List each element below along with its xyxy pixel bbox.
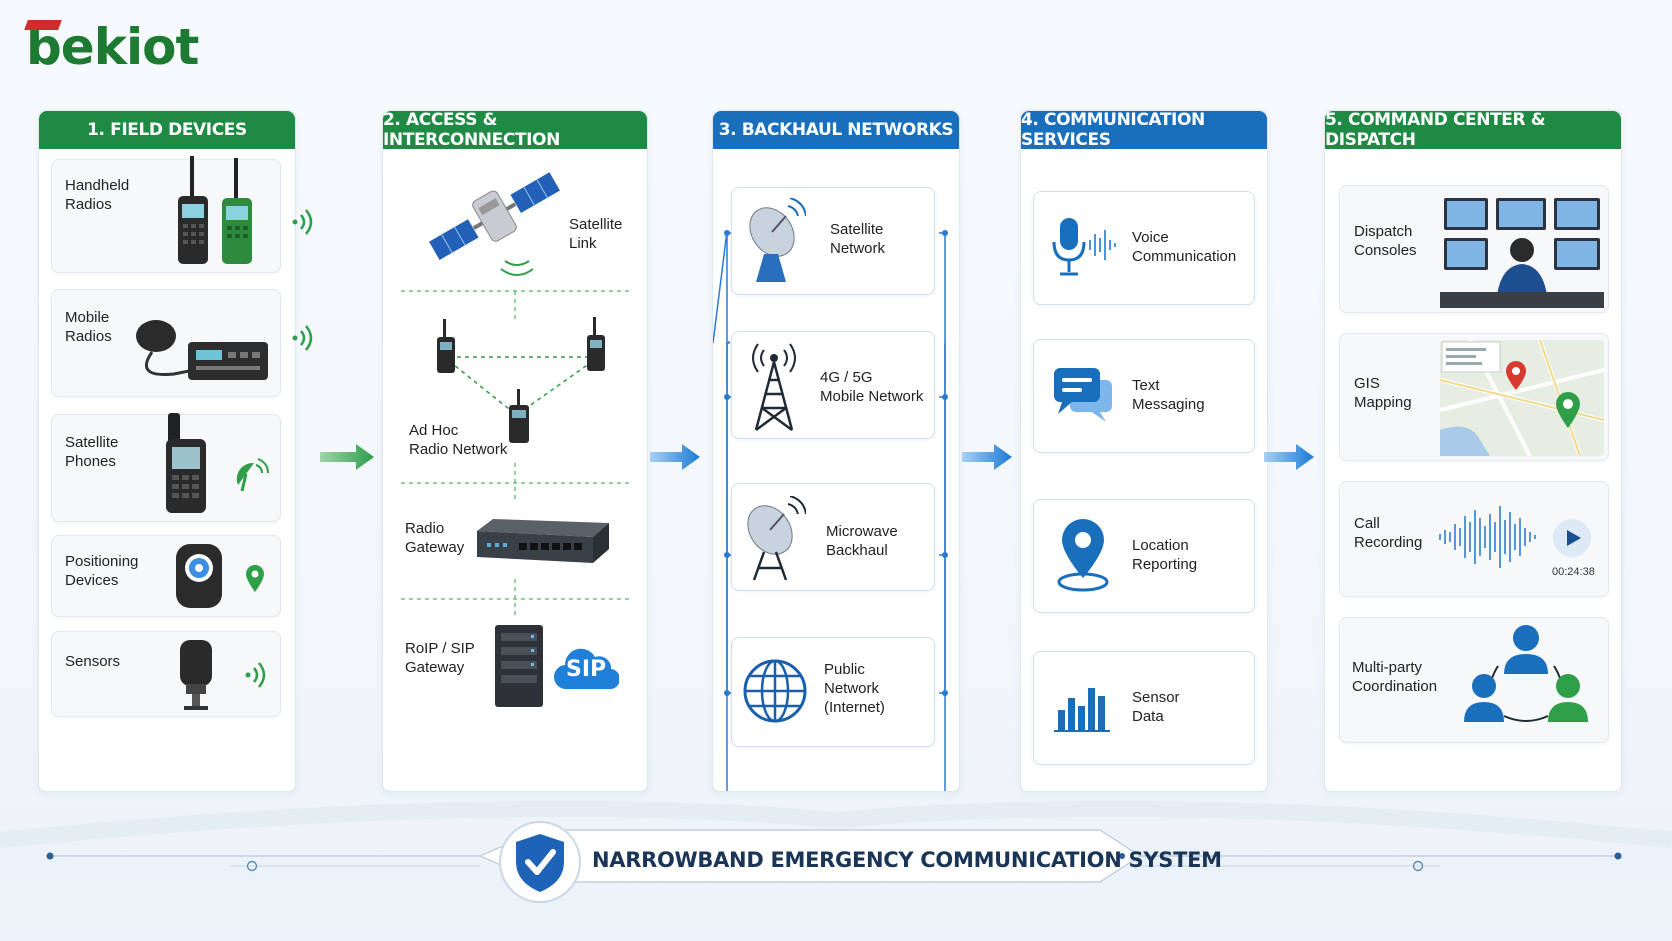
- microphone-icon: [1052, 218, 1116, 276]
- card-voice-communication[interactable]: Voice Communication: [1033, 191, 1255, 305]
- chat-bubble-icon: [1054, 368, 1112, 422]
- microwave-dish-icon: [747, 496, 806, 581]
- cell-tower-icon: [752, 343, 796, 432]
- signal-wave-icon: [292, 209, 313, 235]
- flow-arrow-icon: [650, 444, 700, 470]
- footer-decoration: [0, 800, 1672, 883]
- card-label: Satellite Phones: [65, 434, 119, 470]
- radio-gateway-label: Radio Gateway: [405, 520, 465, 556]
- satellite-dish-icon: [749, 198, 806, 282]
- card-satellite-network[interactable]: Satellite Network: [731, 187, 935, 295]
- column-field-devices: 1. FIELD DEVICES Handheld Radios Mobile …: [38, 110, 313, 792]
- column-backhaul-networks: 3. BACKHAUL NETWORKS Satellite Network: [712, 110, 960, 792]
- column-communication-services: 4. COMMUNICATION SERVICES Voice Communic…: [1020, 110, 1268, 792]
- card-label: Sensors: [65, 653, 121, 670]
- card-label: Dispatch Consoles: [1354, 223, 1417, 259]
- card-label: Handheld Radios: [65, 177, 130, 213]
- column-title: 5. COMMAND CENTER & DISPATCH: [1325, 110, 1621, 150]
- mobile-radio-icon: [136, 320, 268, 380]
- column-title: 3. BACKHAUL NETWORKS: [713, 111, 959, 149]
- satellite-link-label: Satellite Link: [569, 216, 623, 252]
- signal-wave-icon: [245, 662, 266, 688]
- bar-chart-icon: [1054, 688, 1110, 732]
- sensor-device-icon: [180, 640, 212, 710]
- dashed-divider: [401, 579, 629, 619]
- card-label: GIS Mapping: [1354, 375, 1412, 411]
- handheld-radio-icon: [178, 156, 252, 264]
- group-users-icon: [1464, 625, 1588, 722]
- card-multi-party-coordination[interactable]: Multi-party Coordination: [1339, 617, 1609, 743]
- radio-gateway-icon: [477, 519, 609, 563]
- flow-arrow-icon: [962, 444, 1012, 470]
- satellite-dish-icon: [236, 458, 269, 492]
- column-title: 2. ACCESS & INTERCONNECTION: [383, 110, 647, 150]
- card-sensors[interactable]: Sensors: [51, 631, 281, 717]
- signal-wave-icon: [292, 325, 313, 351]
- ad-hoc-network-label: Ad Hoc Radio Network: [409, 422, 508, 458]
- column-access-interconnection: 2. ACCESS & INTERCONNECTION Satellite Li…: [382, 110, 648, 792]
- brand-logo: bekiot: [24, 18, 199, 76]
- card-label: Public Network (Internet): [824, 661, 885, 716]
- card-label: Text Messaging: [1132, 377, 1205, 413]
- waveform-icon: [1439, 506, 1536, 568]
- gps-tracker-icon: [176, 544, 222, 608]
- flow-arrow-icon: [320, 444, 374, 470]
- card-label: 4G / 5G Mobile Network: [820, 369, 924, 405]
- column-title: 1. FIELD DEVICES: [39, 111, 295, 149]
- card-label: Mobile Radios: [65, 309, 112, 345]
- card-label: Satellite Network: [830, 221, 886, 257]
- card-gis-mapping[interactable]: GIS Mapping: [1339, 333, 1609, 461]
- card-label: Call Recording: [1354, 515, 1423, 551]
- server-icon: [495, 625, 543, 707]
- recording-timestamp: 00:24:38: [1552, 566, 1595, 578]
- cloud-icon: [554, 648, 619, 690]
- card-label: Multi-party Coordination: [1352, 659, 1438, 695]
- shield-check-icon: [499, 821, 581, 903]
- footer-title: NARROWBAND EMERGENCY COMMUNICATION SYSTE…: [592, 848, 1222, 872]
- card-satellite-phones[interactable]: Satellite Phones: [51, 413, 281, 522]
- globe-icon: [743, 659, 807, 723]
- dashed-divider: [401, 463, 629, 503]
- satellite-icon: [427, 170, 562, 276]
- card-mobile-network[interactable]: 4G / 5G Mobile Network: [731, 331, 935, 439]
- location-pin-icon: [1057, 519, 1109, 592]
- card-call-recording[interactable]: Call Recording 00:24:38: [1339, 481, 1609, 597]
- card-label: Voice Communication: [1132, 229, 1237, 265]
- location-pin-icon: [246, 565, 264, 592]
- map-icon: [1440, 340, 1604, 456]
- logo-accent-mark: [24, 20, 62, 30]
- card-label: Location Reporting: [1132, 537, 1198, 573]
- roip-sip-gateway-label: RoIP / SIP Gateway: [405, 640, 475, 676]
- card-text-messaging[interactable]: Text Messaging: [1033, 339, 1255, 453]
- dispatch-console-icon: [1440, 198, 1604, 308]
- card-label: Positioning Devices: [65, 553, 139, 589]
- card-mobile-radios[interactable]: Mobile Radios: [51, 289, 281, 397]
- flow-arrow-icon: [1264, 444, 1314, 470]
- ad-hoc-network-diagram: [401, 290, 629, 443]
- card-label: Microwave Backhaul: [826, 523, 898, 559]
- play-button-icon[interactable]: [1552, 518, 1592, 558]
- card-handheld-radios[interactable]: Handheld Radios: [51, 156, 281, 273]
- card-location-reporting[interactable]: Location Reporting: [1033, 499, 1255, 613]
- satellite-phone-icon: [166, 413, 206, 513]
- card-public-network[interactable]: Public Network (Internet): [731, 637, 935, 747]
- column-title: 4. COMMUNICATION SERVICES: [1021, 110, 1267, 150]
- card-positioning-devices[interactable]: Positioning Devices: [51, 535, 281, 617]
- card-label: Sensor Data: [1132, 689, 1180, 725]
- sip-badge-text: SIP: [566, 657, 607, 682]
- card-microwave-backhaul[interactable]: Microwave Backhaul: [731, 483, 935, 591]
- card-dispatch-consoles[interactable]: Dispatch Consoles: [1339, 185, 1609, 313]
- column-command-center: 5. COMMAND CENTER & DISPATCH Dispatch Co…: [1324, 110, 1622, 792]
- card-sensor-data[interactable]: Sensor Data: [1033, 651, 1255, 765]
